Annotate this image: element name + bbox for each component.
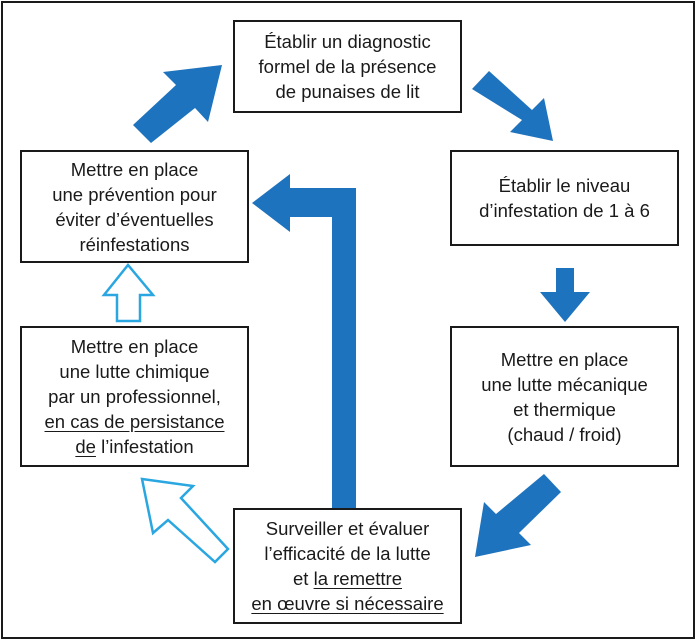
step-level-line: d’infestation de 1 à 6 — [479, 200, 650, 221]
step-prevention-line: réinfestations — [79, 233, 190, 255]
arrow-level-to-mechanical — [540, 268, 590, 322]
step-prevention-line: Mettre en place — [70, 158, 199, 180]
arrow-prevention-to-diagnostic — [133, 65, 222, 143]
step-monitor-underlined: la remettre — [313, 568, 402, 589]
step-prevention-box: Mettre en place une prévention pour évit… — [20, 150, 249, 263]
step-monitor-prefix: et — [293, 568, 314, 589]
step-monitor-line: Surveiller et évaluer — [265, 518, 430, 539]
step-mechanical-line: et thermique — [513, 398, 616, 420]
arrow-monitor-to-chemical — [140, 477, 230, 564]
step-mechanical-line: une lutte mécanique — [481, 373, 648, 395]
step-chemical-line: une lutte chimique — [59, 361, 210, 382]
step-level-line: Établir le niveau — [498, 175, 631, 196]
step-chemical-underlined-line: en cas de persistance — [44, 411, 225, 432]
step-mechanical-line: Mettre en place — [500, 348, 629, 370]
step-diagnostic-line: formel de la présence — [258, 56, 437, 77]
step-diagnostic-box: Établir un diagnostic formel de la prése… — [233, 20, 462, 113]
step-chemical-line: par un professionnel, — [48, 386, 221, 407]
step-chemical-box: Mettre en place une lutte chimique par u… — [20, 326, 249, 467]
step-prevention-line: éviter d’éventuelles — [55, 208, 214, 230]
step-mechanical-line: (chaud / froid) — [507, 423, 622, 445]
step-diagnostic-line: Établir un diagnostic — [264, 31, 431, 52]
step-monitor-line: l’efficacité de la lutte — [264, 543, 431, 564]
step-monitor-underlined-line: en œuvre si nécessaire — [251, 593, 444, 614]
step-monitor-box: Surveiller et évaluer l’efficacité de la… — [233, 508, 462, 624]
step-prevention-line: une prévention pour — [52, 183, 217, 205]
step-level-box: Établir le niveau d’infestation de 1 à 6 — [450, 150, 679, 246]
step-chemical-underlined: de — [75, 436, 96, 457]
arrow-chemical-to-prevention — [101, 263, 156, 323]
step-chemical-line: Mettre en place — [70, 336, 199, 357]
step-mechanical-box: Mettre en place une lutte mécanique et t… — [450, 326, 679, 467]
step-diagnostic-line: de punaises de lit — [275, 81, 420, 102]
arrow-mechanical-to-monitor — [475, 474, 561, 557]
step-monitor-line: et la remettre — [293, 566, 402, 591]
arrow-monitor-to-prevention — [252, 174, 356, 510]
step-chemical-line: de l’infestation — [75, 434, 193, 459]
arrow-diagnostic-to-level — [472, 71, 553, 141]
step-chemical-rest: l’infestation — [95, 436, 194, 457]
